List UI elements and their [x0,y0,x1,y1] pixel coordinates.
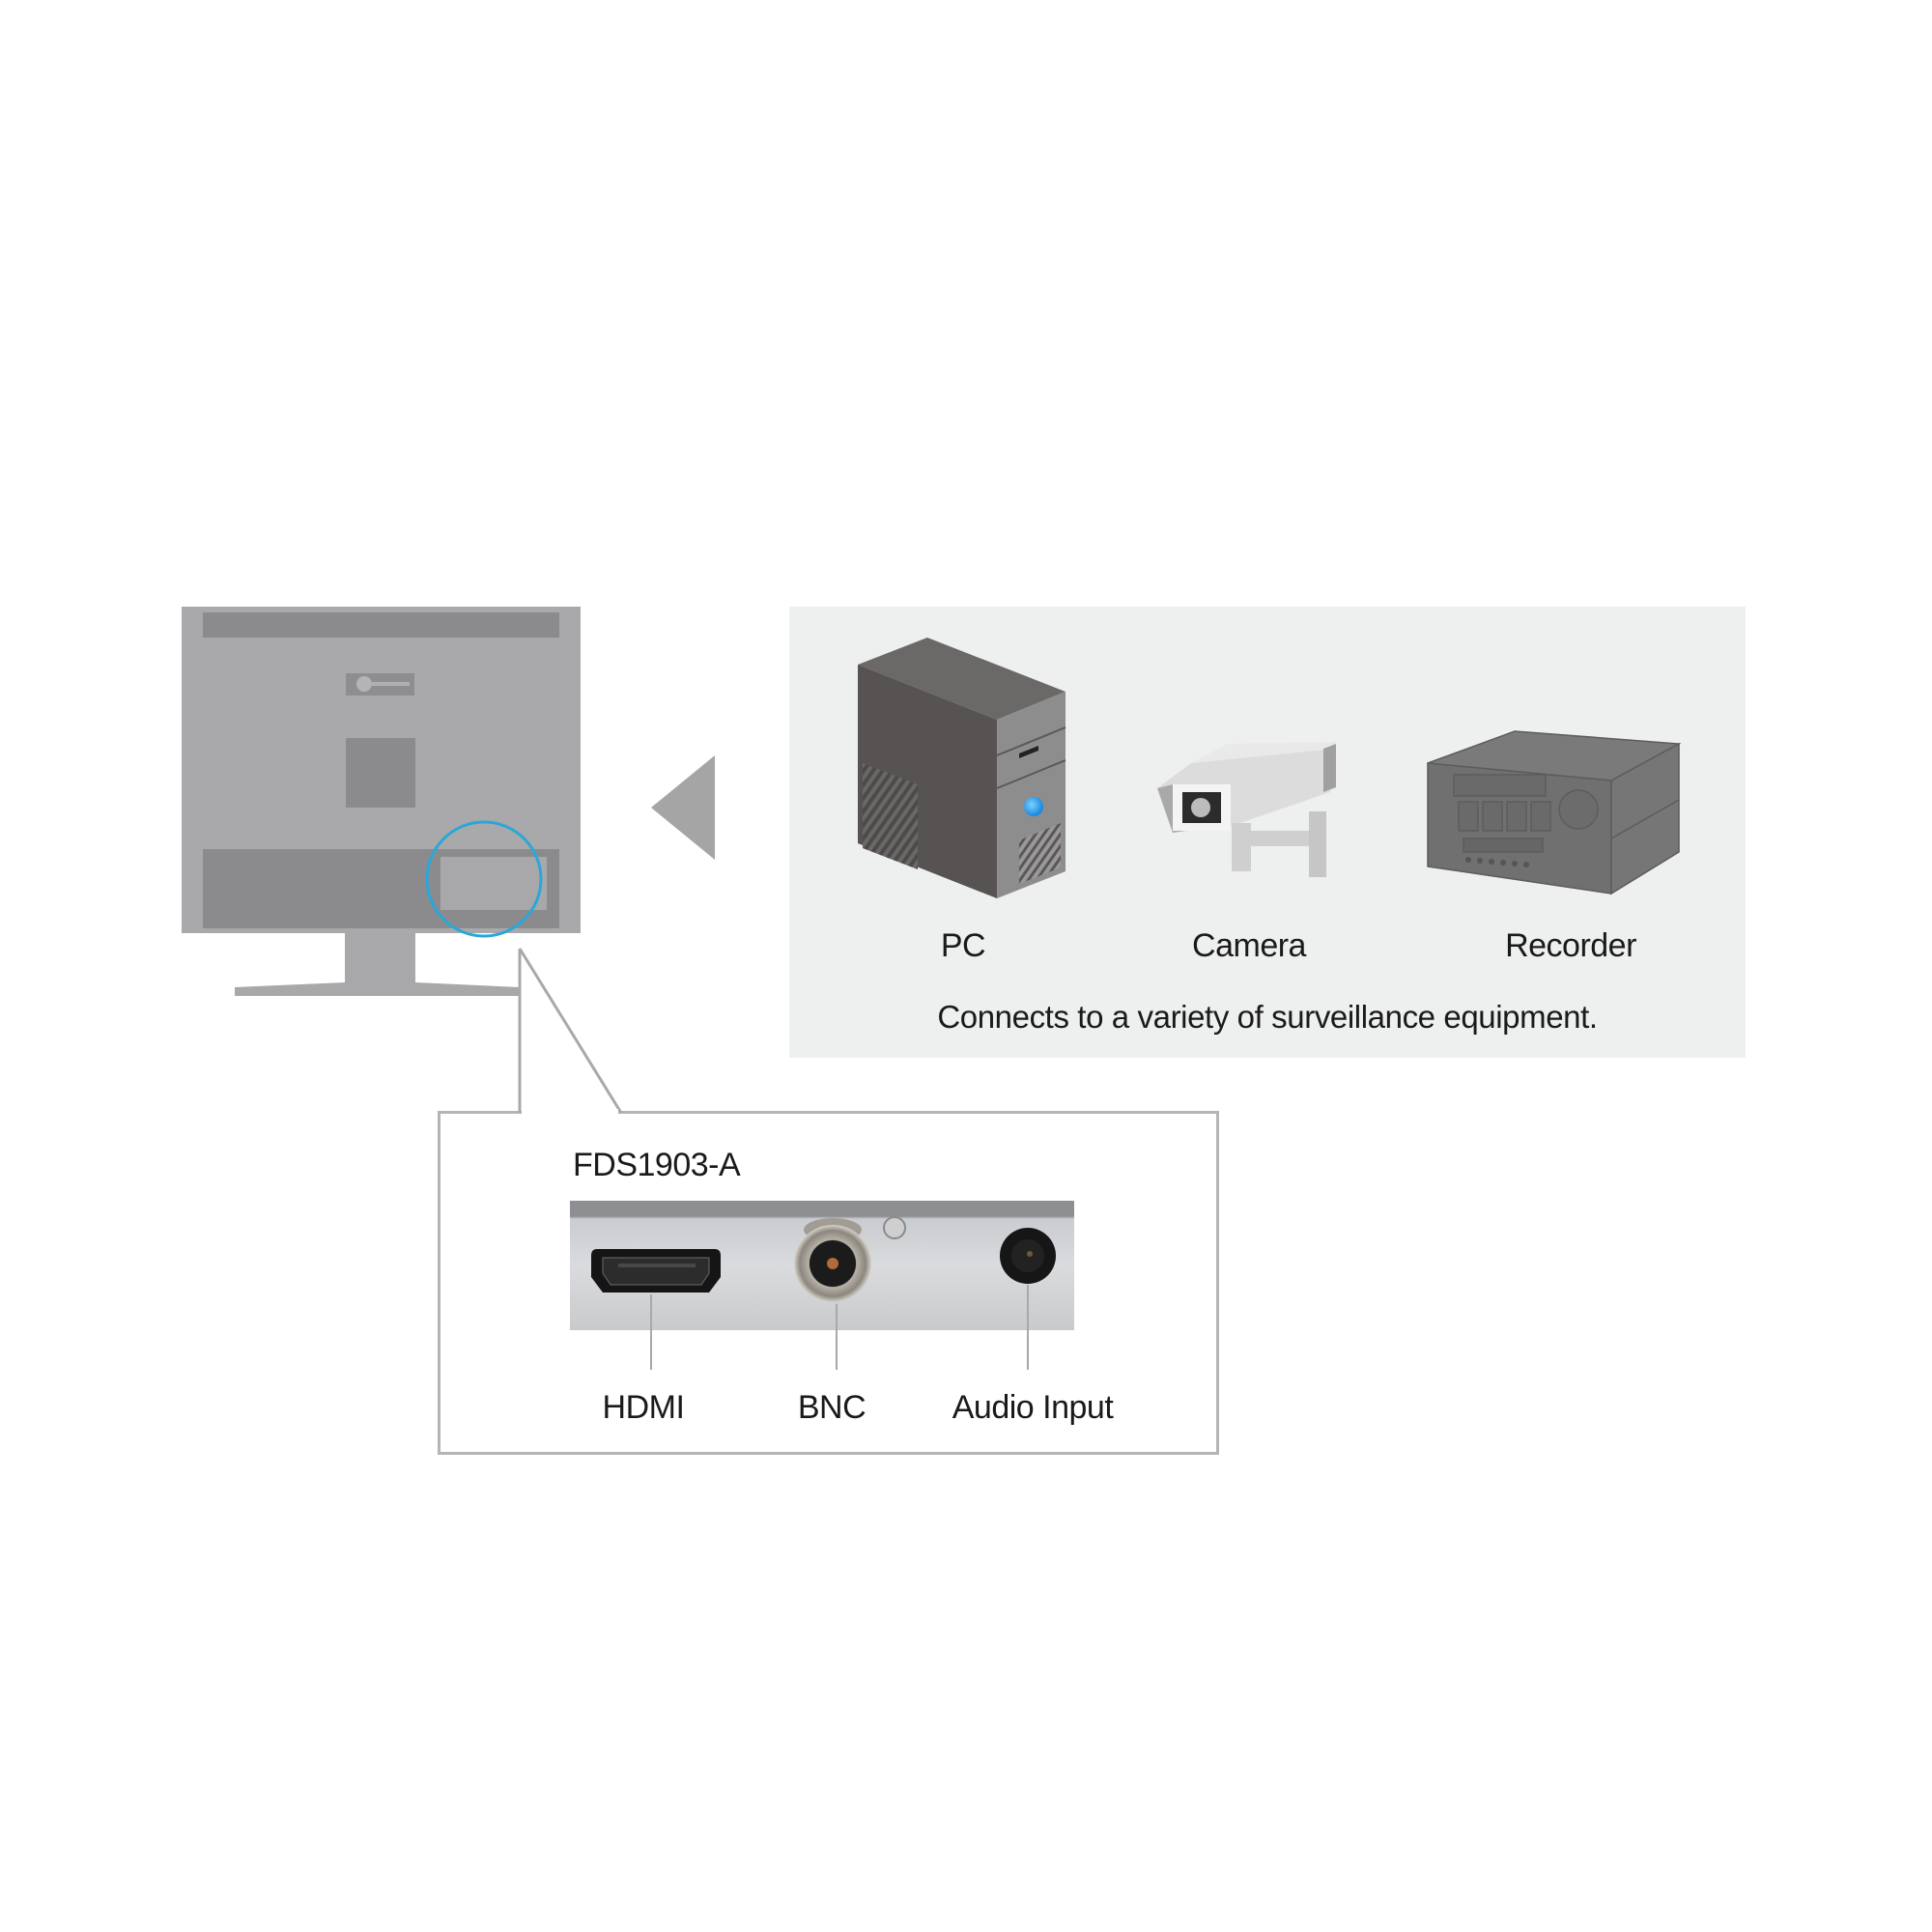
device-label-camera: Camera [1192,927,1306,964]
port-panel [570,1201,1074,1330]
monitor-top-vent [203,612,559,638]
monitor-stand-base [235,982,520,996]
monitor-port-area [440,857,547,910]
callout-gap [522,1109,618,1115]
monitor-logo-badge [346,673,414,696]
monitor-stand-neck [345,933,415,987]
audio-jack-icon [1000,1228,1056,1284]
port-leader-lines [650,1285,1029,1370]
devices-caption: Connects to a variety of surveillance eq… [937,999,1598,1035]
callout-connector [518,948,623,1114]
monitor-vesa-mount [346,738,415,808]
model-title: FDS1903-A [573,1147,741,1183]
pc-tower-icon [858,638,1066,898]
port-highlight-circle [425,820,543,938]
triangle-left-icon [651,755,715,860]
device-label-pc: PC [940,927,986,964]
port-label-bnc: BNC [797,1389,867,1426]
bnc-port-icon [794,1216,906,1302]
port-label-hdmi: HDMI [602,1389,685,1426]
recorder-icon [1427,730,1682,895]
port-label-audio-input: Audio Input [952,1389,1114,1426]
device-label-recorder: Recorder [1505,927,1636,964]
security-camera-icon [1157,742,1336,877]
hdmi-port-icon [591,1249,721,1293]
monitor-rear-view [182,607,581,996]
